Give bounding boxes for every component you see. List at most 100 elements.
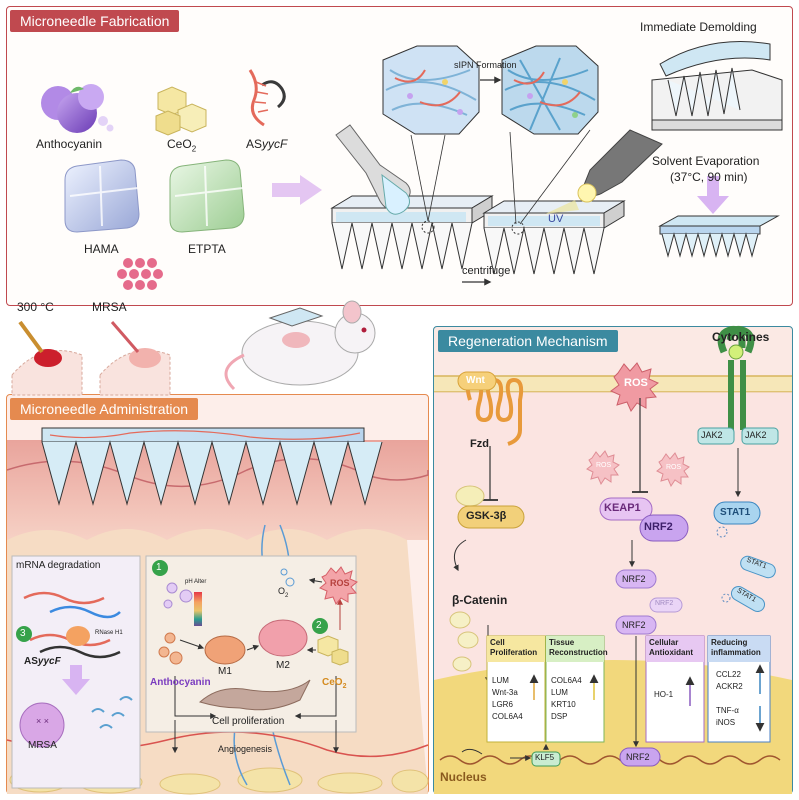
label-angiogenesis: Angiogenesis <box>218 744 273 754</box>
label-anthocyanin-admin: Anthocyanin <box>150 677 211 688</box>
gene-box-inflammation <box>707 635 771 743</box>
gene-box-title-4: Reducing inflammation <box>711 638 761 657</box>
microneedle-patch-in-skin <box>41 427 383 506</box>
etpta-cube-icon <box>169 159 245 233</box>
gene-box-title-1: Cell Proliferation <box>490 638 538 657</box>
final-microneedle-patch <box>658 215 780 258</box>
evaporation-arrow <box>697 176 729 214</box>
stat1-node <box>713 501 761 525</box>
label-evaporation: Solvent Evaporation <box>652 154 760 168</box>
gene-4-4: iNOS <box>716 718 736 727</box>
mrna-strands <box>23 591 121 659</box>
uv-lamp-icon <box>545 129 663 214</box>
label-sipn: sIPN Formation <box>454 60 517 70</box>
gene-2-4: DSP <box>551 712 568 721</box>
label-keap1: KEAP1 <box>604 502 641 514</box>
label-nrf2-nucleus: NRF2 <box>626 752 650 762</box>
label-anthocyanin: Anthocyanin <box>36 137 103 151</box>
label-m2: M2 <box>276 660 290 671</box>
label-stat1-main: STAT1 <box>720 507 751 518</box>
keap1-node <box>599 497 653 521</box>
gene-4-3: TNF-α <box>716 706 739 715</box>
klf5-node <box>531 751 561 767</box>
fabrication-title: Microneedle Fabrication <box>10 10 180 32</box>
label-centrifuge: centrifuge <box>462 265 511 277</box>
label-asycf-admin: ASyycF <box>24 656 61 667</box>
cell-membrane <box>434 376 792 392</box>
ros-burst-top <box>610 362 659 412</box>
label-asycf: ASyycF <box>246 137 288 151</box>
label-fzd: Fzd <box>470 438 489 450</box>
label-cell-proliferation: Cell proliferation <box>212 716 285 727</box>
label-ceo2: CeO2 <box>167 137 197 154</box>
gene-4-2: ACKR2 <box>716 682 743 691</box>
gene-2-2: LUM <box>551 688 568 697</box>
anthocyanin-particles <box>163 582 193 609</box>
sipn-after-zoom <box>501 45 599 225</box>
label-evaporation-cond: (37°C, 90 min) <box>670 170 748 184</box>
mix-arrow <box>272 175 322 205</box>
rna-fragments <box>91 696 133 729</box>
gene-box-reconstruction <box>545 635 605 743</box>
released-particles <box>158 632 183 665</box>
label-nrf2-main: NRF2 <box>644 521 673 533</box>
label-hama: HAMA <box>84 242 119 256</box>
label-step2: 2 <box>316 620 322 631</box>
cytokine-receptor <box>717 326 755 354</box>
gene-1-3: LGR6 <box>492 700 513 709</box>
stat1-translocating <box>721 555 776 612</box>
label-ph-alter: pH Alter <box>185 579 207 585</box>
label-uv: UV <box>548 213 564 225</box>
jak2-node-left <box>697 427 735 445</box>
label-etpta: ETPTA <box>188 242 226 256</box>
ph-scale <box>194 592 202 626</box>
ros-small-left <box>586 450 620 486</box>
initiator-beads <box>117 258 163 290</box>
label-gsk: GSK-3β <box>466 510 507 522</box>
gene-box-proliferation <box>486 635 546 743</box>
pipette-icon <box>335 124 411 215</box>
step2-badge <box>312 618 328 634</box>
nrf2-node-main <box>639 514 689 542</box>
burn-wound-icon <box>11 320 83 396</box>
label-cytokines: Cytokines <box>712 330 770 344</box>
step1-badge <box>152 560 168 576</box>
label-nrf2-cyto: NRF2 <box>622 574 646 584</box>
label-mrsa-admin: MRSA <box>28 740 57 751</box>
step3-badge <box>16 626 32 642</box>
label-catenin: β-Catenin <box>452 593 508 607</box>
demolding-icon <box>651 41 783 131</box>
gene-1-4: COL6A4 <box>492 712 523 721</box>
o2-bubbles <box>280 568 295 587</box>
label-mrsa-model: MRSA <box>92 300 127 314</box>
gene-box-title-3: Cellular Antioxidant <box>649 638 693 657</box>
label-ros-small-left: ROS <box>596 462 612 469</box>
mechanism-title: Regeneration Mechanism <box>438 330 618 352</box>
nrf2-node-faint <box>649 597 683 613</box>
label-step1: 1 <box>156 562 162 573</box>
label-jak2-left: JAK2 <box>701 430 723 440</box>
label-ceo2-admin: CeO2 <box>322 677 347 690</box>
fzd-receptor <box>465 377 524 446</box>
hama-cube-icon <box>64 159 140 233</box>
ros-burst-admin <box>319 566 358 605</box>
nrf2-node-nucleus <box>619 747 661 767</box>
gene-1-1: LUM <box>492 676 509 685</box>
m2-macrophage <box>258 619 308 657</box>
mold-left <box>330 195 494 270</box>
gene-2-3: KRT10 <box>551 700 576 709</box>
nrf2-node-cyto <box>615 569 657 589</box>
ros-small-right <box>656 452 690 488</box>
svg-text:× ×: × × <box>36 716 49 726</box>
label-step3: 3 <box>20 628 26 639</box>
asycf-rna-icon <box>248 69 286 127</box>
ceo2-particles <box>317 635 349 666</box>
label-mrna-degradation: mRNA degradation <box>16 560 101 571</box>
gsk3b-node <box>457 505 525 529</box>
degradation-arrow <box>62 665 90 695</box>
label-ros-small-right: ROS <box>666 464 682 471</box>
gene-2-1: COL6A4 <box>551 676 582 685</box>
rnase-h1-icon <box>66 626 90 646</box>
mrsa-infection-icon <box>99 321 171 396</box>
